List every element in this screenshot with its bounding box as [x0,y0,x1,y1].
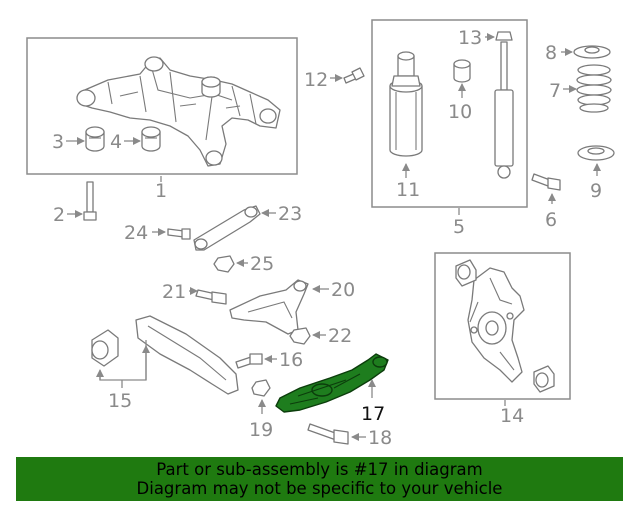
label-16: 16 [279,349,303,371]
label-3: 3 [52,131,64,153]
label-25: 25 [250,253,274,275]
label-22: 22 [328,325,352,347]
label-4: 4 [110,131,122,153]
label-24: 24 [124,222,148,244]
bushing-part-3 [85,126,105,152]
label-15: 15 [108,390,132,412]
subframe-drawing [76,56,281,167]
air-spring-part-11 [389,51,423,157]
label-18: 18 [368,427,392,449]
bolt-part-16 [235,353,263,369]
bump-stop-part-10 [453,59,471,83]
label-17: 17 [361,403,385,425]
label-8: 8 [545,42,557,64]
spring-seat-part-9 [577,145,615,161]
bolt-part-2 [83,181,97,221]
trailing-arm-part-15 [91,315,239,395]
nut-part-25 [213,255,235,273]
label-19: 19 [249,419,273,441]
bolt-part-18 [307,423,349,445]
shock-box [371,19,528,208]
nut-part-19 [251,379,271,397]
shock-absorber [494,41,514,179]
label-20: 20 [331,279,355,301]
bushing-part-4 [141,126,161,152]
label-21: 21 [162,281,186,303]
control-arm-part-20 [229,279,309,335]
label-6: 6 [545,209,557,231]
knuckle-box [434,252,571,400]
label-1: 1 [155,180,167,202]
nut-part-13 [495,31,513,41]
label-2: 2 [53,204,65,226]
coil-spring-part-7 [576,64,612,113]
spring-seat-part-8 [573,45,611,59]
banner-line-2: Diagram may not be specific to your vehi… [136,479,503,498]
label-7: 7 [549,80,561,102]
lower-arm-part-17 [275,353,389,413]
label-11: 11 [396,179,420,201]
subframe-box [26,37,298,175]
knuckle-part-14 [455,259,555,393]
toe-link-part-23 [193,205,261,251]
banner-line-1: Part or sub-assembly is #17 in diagram [156,460,483,479]
label-13: 13 [458,27,482,49]
label-14: 14 [500,405,524,427]
bolt-part-21 [195,289,227,305]
info-banner: Part or sub-assembly is #17 in diagram D… [16,457,623,501]
bolt-part-12 [343,67,365,84]
label-23: 23 [278,203,302,225]
bolt-part-24 [167,228,191,240]
nut-part-22 [289,327,311,345]
label-9: 9 [590,180,602,202]
label-10: 10 [448,101,472,123]
label-5: 5 [453,216,465,238]
label-12: 12 [304,69,328,91]
bolt-part-6 [531,173,561,191]
